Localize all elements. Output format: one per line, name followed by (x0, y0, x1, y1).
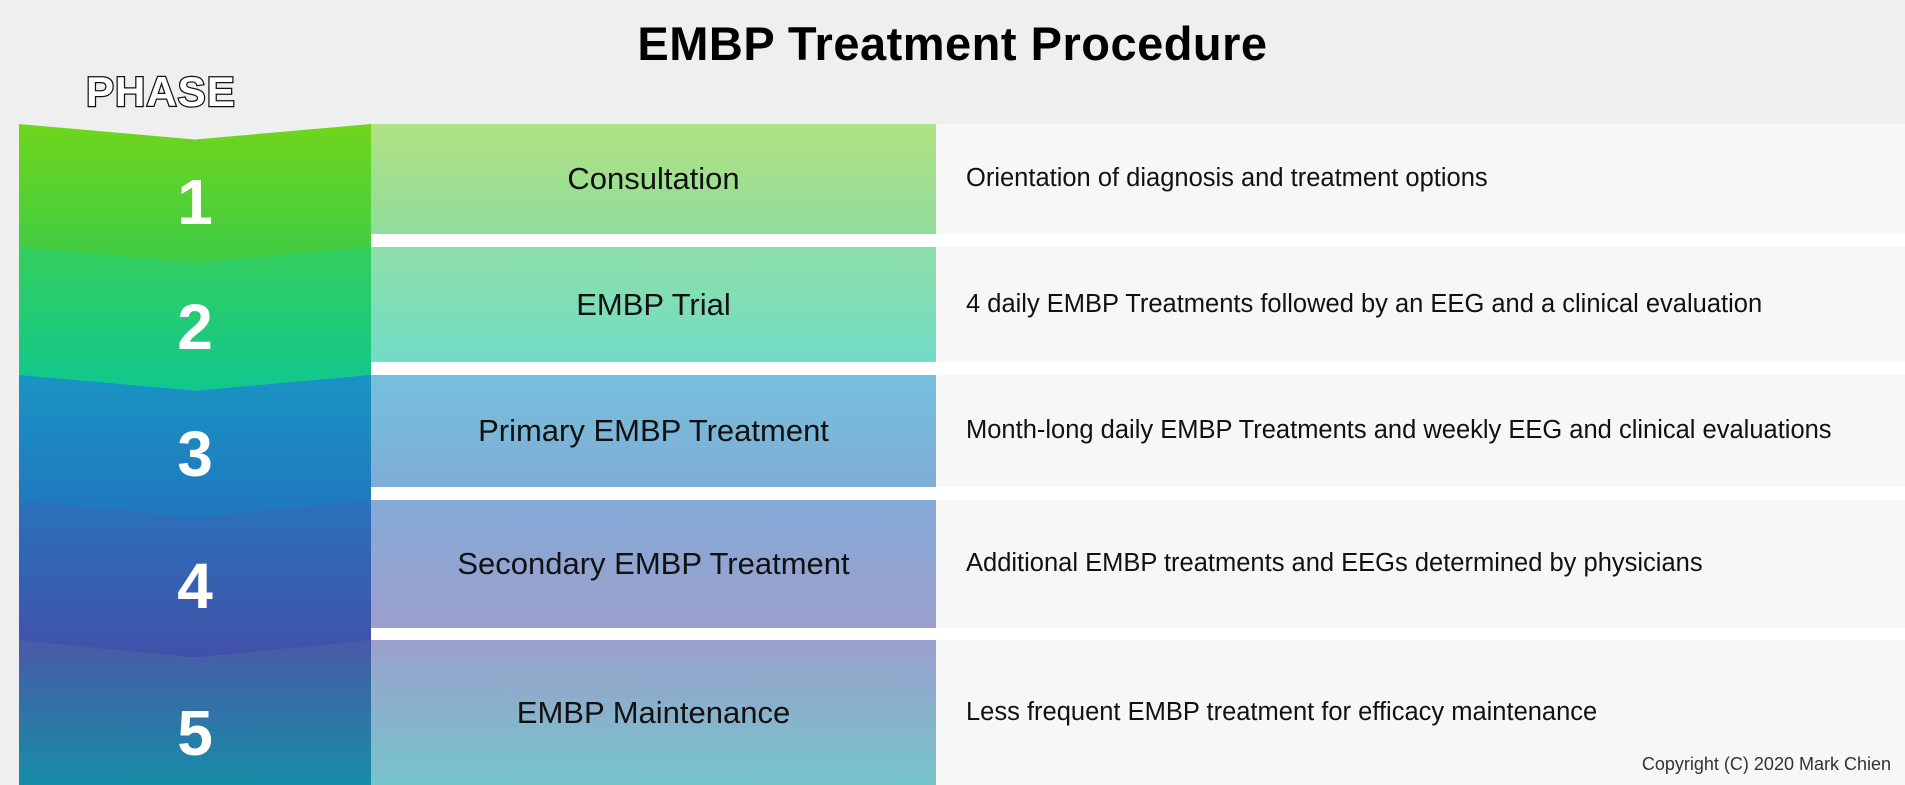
phase-column-header: PHASE (85, 67, 236, 117)
stage-label-5[interactable]: EMBP Maintenance (371, 640, 936, 785)
page-title: EMBP Treatment Procedure (637, 17, 1268, 70)
phase-chevron-5[interactable] (19, 640, 371, 785)
stage-label-1[interactable]: Consultation (371, 124, 936, 234)
row-gap (371, 362, 1905, 375)
phase-description-text: Orientation of diagnosis and treatment o… (966, 164, 1488, 193)
stage-label-text: Secondary EMBP Treatment (457, 546, 850, 581)
phase-description-2: 4 daily EMBP Treatments followed by an E… (966, 247, 1866, 362)
phase-chevron-2[interactable] (19, 247, 371, 393)
stage-label-4[interactable]: Secondary EMBP Treatment (371, 500, 936, 628)
stage-label-text: EMBP Maintenance (516, 694, 791, 730)
row-gap (371, 234, 1905, 247)
stage-label-text: Consultation (567, 161, 740, 196)
phase-description-text: Less frequent EMBP treatment for efficac… (966, 697, 1598, 726)
phase-description-5: Less frequent EMBP treatment for efficac… (966, 640, 1866, 785)
stage-label-text: EMBP Trial (576, 286, 731, 322)
phase-description-3: Month-long daily EMBP Treatments and wee… (966, 375, 1866, 487)
phase-description-text: Month-long daily EMBP Treatments and wee… (966, 416, 1832, 445)
stage-label-text: Primary EMBP Treatment (478, 413, 829, 448)
phase-description-text: Additional EMBP treatments and EEGs dete… (966, 549, 1703, 578)
phase-description-1: Orientation of diagnosis and treatment o… (966, 124, 1866, 234)
row-gap (371, 487, 1905, 500)
phase-chevron-3[interactable] (19, 375, 371, 518)
phase-description-4: Additional EMBP treatments and EEGs dete… (966, 500, 1866, 628)
stage-label-3[interactable]: Primary EMBP Treatment (371, 375, 936, 487)
row-gap (371, 628, 1905, 640)
copyright-notice: Copyright (C) 2020 Mark Chien (1641, 754, 1891, 774)
phase-chevron-4[interactable] (19, 500, 371, 658)
phase-description-text: 4 daily EMBP Treatments followed by an E… (966, 289, 1763, 318)
phase-chevron-1[interactable] (19, 124, 371, 265)
stage-label-2[interactable]: EMBP Trial (371, 247, 936, 362)
